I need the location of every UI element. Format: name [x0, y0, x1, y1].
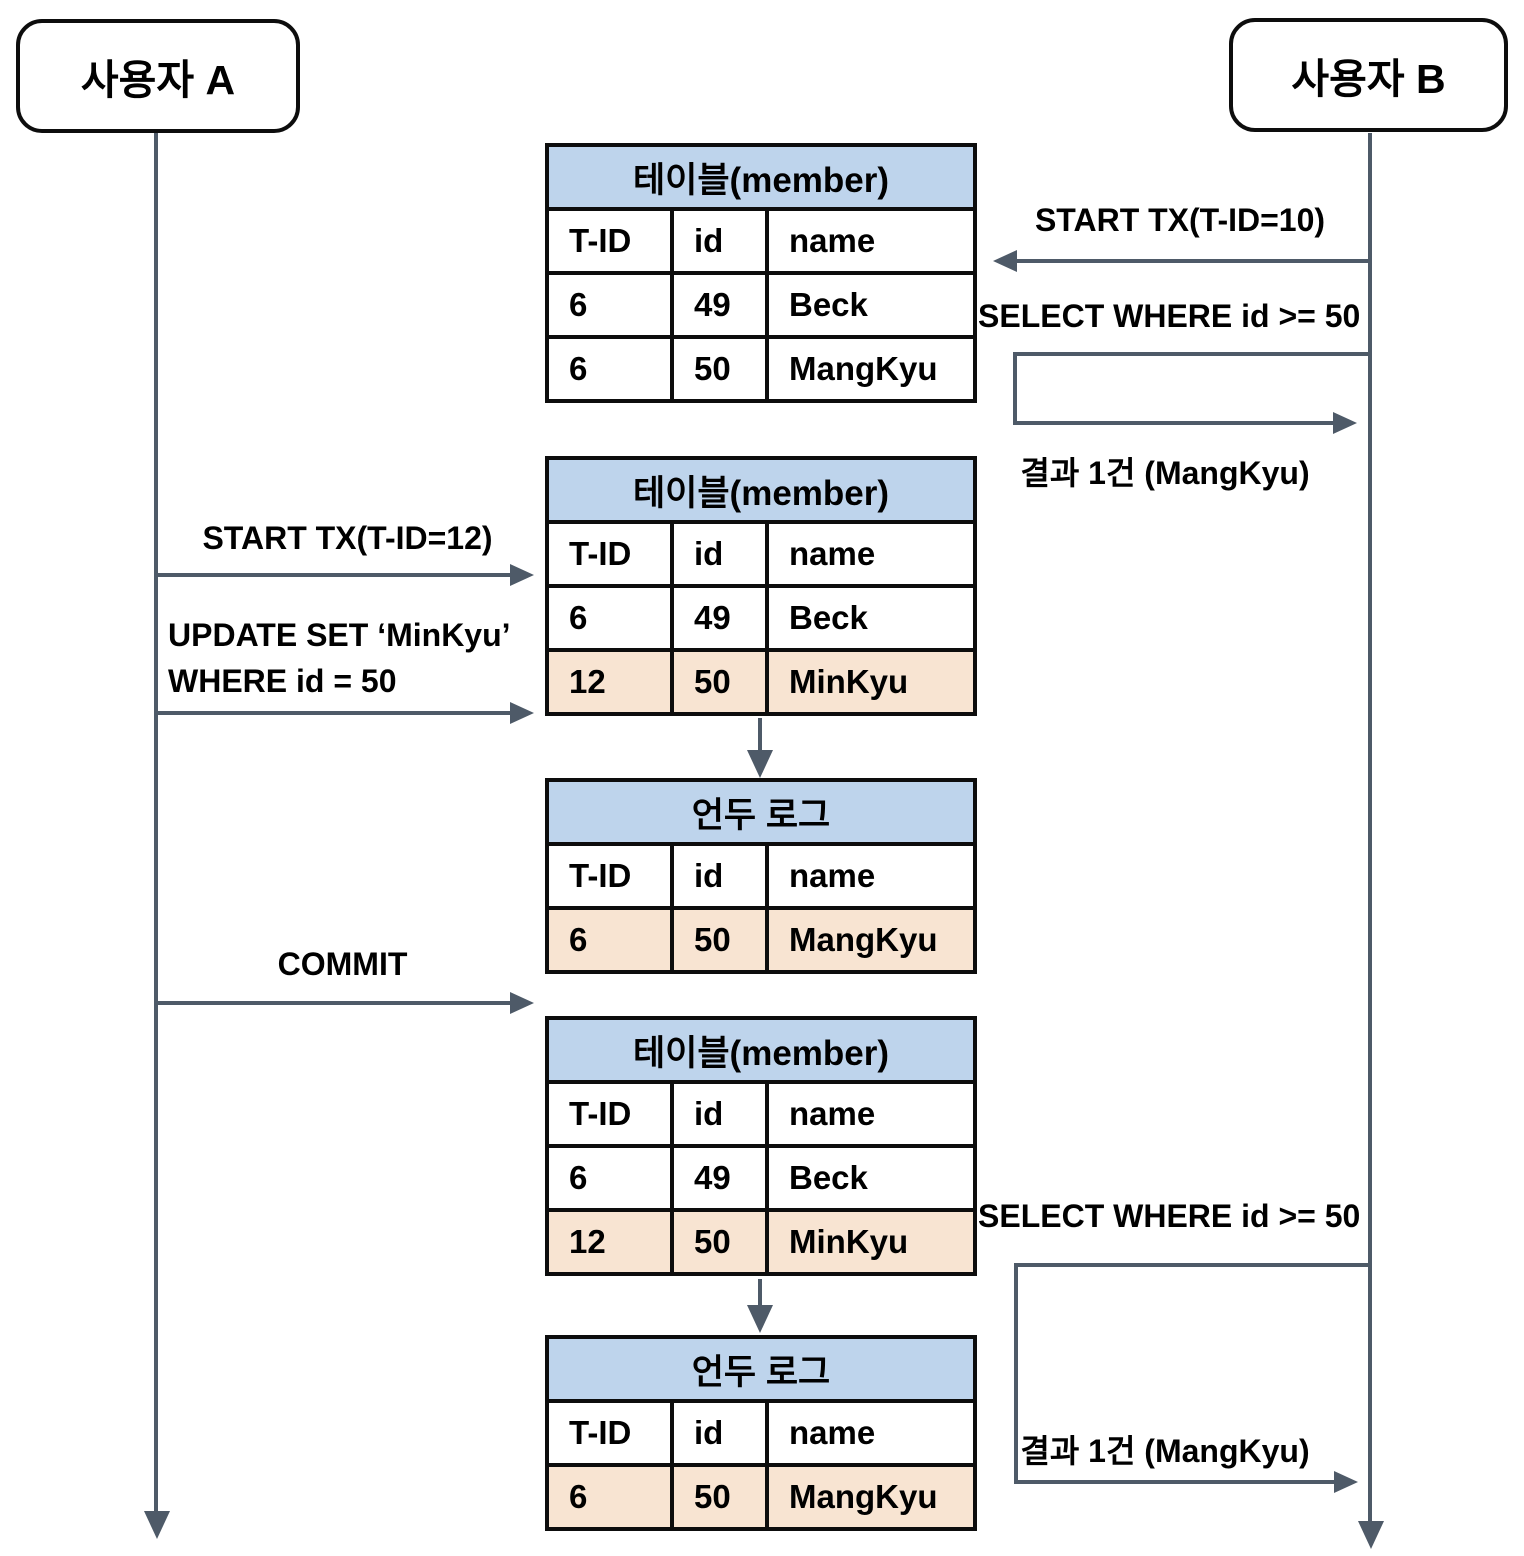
message-label-a-update-line2: WHERE id = 50: [168, 663, 397, 699]
arrow-table2-to-undolog1: [758, 718, 762, 754]
column-header: id: [670, 1084, 765, 1144]
column-header: name: [765, 846, 973, 906]
message-label-b-select-1: SELECT WHERE id >= 50: [978, 298, 1361, 334]
table-cell: 50: [670, 910, 765, 970]
table-title: 테이블(member): [549, 1020, 973, 1084]
table-row-highlighted: 12 50 MinKyu: [549, 1208, 973, 1272]
table-cell: 12: [569, 1223, 606, 1260]
arrowhead-down-table4-icon: [747, 1305, 773, 1333]
lifeline-user-b: [1368, 133, 1372, 1521]
table-cell: 6: [569, 921, 588, 958]
table-cell: 12: [569, 663, 606, 700]
table-undo-log-1: 언두 로그 T-ID id name 6 50 MangKyu: [545, 778, 977, 974]
column-header: id: [670, 211, 765, 271]
table-row-highlighted: 6 50 MangKyu: [549, 906, 973, 970]
table-cell: MangKyu: [765, 339, 973, 399]
loop2-left-line: [1014, 1263, 1018, 1484]
message-label-b-select-2: SELECT WHERE id >= 50: [978, 1198, 1361, 1234]
arrowhead-down-lifeline-a-icon: [144, 1511, 170, 1539]
message-arrow-a-start-tx: [156, 573, 510, 577]
table-header-row: T-ID id name: [549, 1403, 973, 1463]
table-row: 6 49 Beck: [549, 271, 973, 335]
table-row-highlighted: 6 50 MangKyu: [549, 1463, 973, 1527]
table-cell: Beck: [765, 588, 973, 648]
table-cell: 6: [569, 286, 588, 323]
table-cell: Beck: [765, 275, 973, 335]
table-header-row: T-ID id name: [549, 524, 973, 584]
actor-box-user-a: 사용자 A: [16, 19, 300, 133]
table-cell: MinKyu: [765, 652, 973, 712]
message-arrow-b-start-tx: [1017, 259, 1370, 263]
table-row-highlighted: 12 50 MinKyu: [549, 648, 973, 712]
table-cell: 6: [569, 1478, 588, 1515]
arrowhead-right-a-update-icon: [510, 702, 534, 724]
table-cell: 6: [569, 350, 588, 387]
table-row: 6 49 Beck: [549, 584, 973, 648]
column-header: T-ID: [569, 535, 632, 572]
column-header: T-ID: [569, 1095, 632, 1132]
message-label-a-commit: COMMIT: [277, 946, 408, 982]
message-label-b-result-2: 결과 1건 (MangKyu): [1020, 1433, 1310, 1469]
column-header: id: [670, 846, 765, 906]
message-label-b-result-1: 결과 1건 (MangKyu): [1020, 455, 1310, 491]
table-cell: 6: [569, 599, 588, 636]
loop1-top-line: [1013, 352, 1370, 356]
table-cell: MangKyu: [765, 1467, 973, 1527]
arrowhead-left-b-start-tx-icon: [993, 250, 1017, 272]
loop2-bottom-line: [1014, 1480, 1334, 1484]
table-cell: 50: [670, 1212, 765, 1272]
message-label-b-start-tx: START TX(T-ID=10): [1034, 202, 1326, 238]
loop2-top-line: [1014, 1263, 1370, 1267]
loop1-left-line: [1013, 352, 1017, 425]
table-title: 테이블(member): [549, 147, 973, 211]
table-cell: 49: [670, 588, 765, 648]
column-header: T-ID: [569, 857, 632, 894]
table-title: 테이블(member): [549, 460, 973, 524]
message-label-a-update-line1: UPDATE SET ‘MinKyu’: [168, 617, 511, 653]
table-title: 언두 로그: [549, 1339, 973, 1403]
table-member-1: 테이블(member) T-ID id name 6 49 Beck 6 50 …: [545, 143, 977, 403]
arrowhead-right-a-start-tx-icon: [510, 564, 534, 586]
table-header-row: T-ID id name: [549, 211, 973, 271]
column-header: name: [765, 524, 973, 584]
message-arrow-a-commit: [156, 1001, 510, 1005]
table-cell: 50: [670, 1467, 765, 1527]
table-cell: 49: [670, 275, 765, 335]
loop1-bottom-line: [1013, 421, 1333, 425]
table-header-row: T-ID id name: [549, 1084, 973, 1144]
column-header: id: [670, 1403, 765, 1463]
table-title: 언두 로그: [549, 782, 973, 846]
arrowhead-right-loop2-icon: [1334, 1471, 1358, 1493]
arrow-table4-to-undolog2: [758, 1279, 762, 1309]
actor-box-user-b: 사용자 B: [1229, 18, 1508, 132]
column-header: name: [765, 1084, 973, 1144]
table-cell: Beck: [765, 1148, 973, 1208]
column-header: T-ID: [569, 1414, 632, 1451]
column-header: T-ID: [569, 222, 632, 259]
column-header: id: [670, 524, 765, 584]
message-label-a-start-tx: START TX(T-ID=12): [202, 520, 493, 556]
table-cell: MinKyu: [765, 1212, 973, 1272]
column-header: name: [765, 211, 973, 271]
table-cell: 50: [670, 339, 765, 399]
column-header: name: [765, 1403, 973, 1463]
table-member-3: 테이블(member) T-ID id name 6 49 Beck 12 50…: [545, 1016, 977, 1276]
table-header-row: T-ID id name: [549, 846, 973, 906]
table-row: 6 50 MangKyu: [549, 335, 973, 399]
arrowhead-right-loop1-icon: [1333, 412, 1357, 434]
actor-label-user-a: 사용자 A: [80, 57, 236, 103]
table-cell: 50: [670, 652, 765, 712]
arrowhead-down-table2-icon: [747, 750, 773, 778]
arrowhead-down-lifeline-b-icon: [1358, 1521, 1384, 1549]
table-undo-log-2: 언두 로그 T-ID id name 6 50 MangKyu: [545, 1335, 977, 1531]
table-member-2: 테이블(member) T-ID id name 6 49 Beck 12 50…: [545, 456, 977, 716]
message-arrow-a-update: [156, 711, 510, 715]
table-cell: 49: [670, 1148, 765, 1208]
actor-label-user-b: 사용자 B: [1291, 56, 1446, 102]
table-cell: MangKyu: [765, 910, 973, 970]
table-cell: 6: [569, 1159, 588, 1196]
arrowhead-right-a-commit-icon: [510, 992, 534, 1014]
table-row: 6 49 Beck: [549, 1144, 973, 1208]
lifeline-user-a: [154, 133, 158, 1511]
